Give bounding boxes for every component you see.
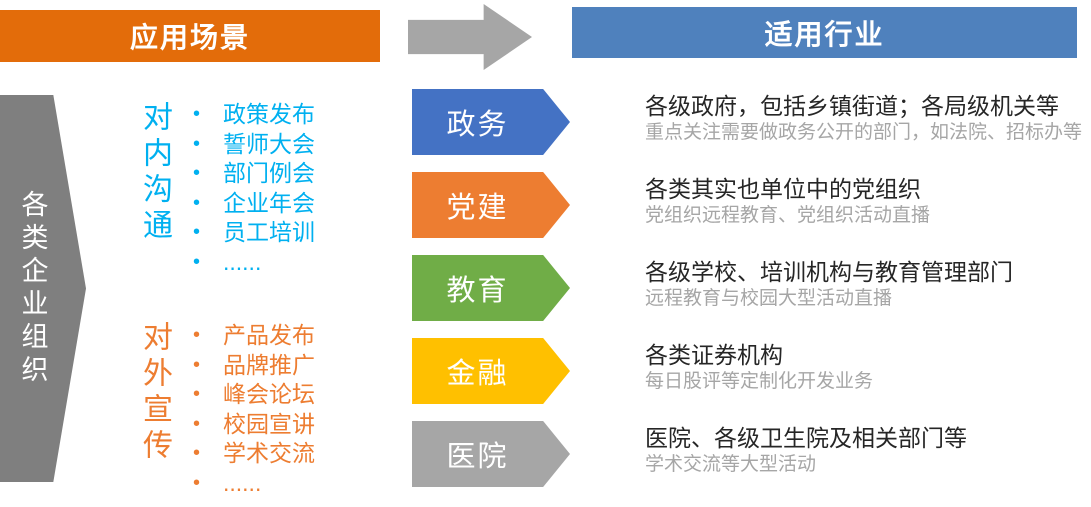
bullet-icon: •: [193, 353, 201, 376]
industry-desc-party: 各类其实也单位中的党组织 党组织远程教育、党组织活动直播: [645, 175, 1085, 228]
desc-sub: 每日股评等定制化开发业务: [645, 371, 874, 392]
bullet-icon: •: [193, 250, 201, 273]
list-item: •品牌推广: [185, 351, 315, 381]
list-item: •员工培训: [185, 218, 315, 248]
industry-tag-hospital: 医院: [412, 421, 570, 487]
desc-sub: 党组织远程教育、党组织活动直播: [645, 205, 931, 226]
industries-header: 适用行业: [572, 7, 1077, 58]
external-promo-label: 对外宣传: [138, 321, 171, 465]
list-item: •政策发布: [185, 100, 315, 130]
list-item: •......: [185, 469, 315, 499]
bullet-icon: •: [193, 412, 201, 435]
desc-main: 各类证券机构: [645, 342, 783, 368]
scenarios-header: 应用场景: [0, 10, 380, 62]
bullet-icon: •: [193, 162, 201, 184]
bullet-icon: •: [193, 383, 201, 405]
bullet-icon: •: [193, 221, 201, 243]
external-promo-list: •产品发布 •品牌推广 •峰会论坛 •校园宣讲 •学术交流 •......: [185, 321, 315, 498]
list-item: •峰会论坛: [185, 380, 315, 410]
list-item: •学术交流: [185, 439, 315, 469]
desc-main: 各级政府，包括乡镇街道；各局级机关等: [645, 93, 1059, 119]
industry-tag-government: 政务: [412, 89, 570, 155]
internal-comm-list: •政策发布 •誓师大会 •部门例会 •企业年会 •员工培训 •......: [185, 100, 315, 277]
desc-main: 医院、各级卫生院及相关部门等: [645, 425, 967, 451]
industries-header-label: 适用行业: [764, 18, 885, 50]
internal-comm-label: 对内沟通: [138, 101, 171, 245]
industry-tag-party: 党建: [412, 172, 570, 238]
desc-sub: 重点关注需要做政务公开的部门，如法院、招标办等: [645, 122, 1083, 143]
desc-sub: 学术交流等大型活动: [645, 454, 817, 475]
desc-main: 各级学校、培训机构与教育管理部门: [645, 259, 1013, 285]
list-item: •校园宣讲: [185, 410, 315, 440]
list-item: •企业年会: [185, 189, 315, 219]
desc-main: 各类其实也单位中的党组织: [645, 176, 921, 202]
industry-desc-government: 各级政府，包括乡镇街道；各局级机关等 重点关注需要做政务公开的部门，如法院、招标…: [645, 92, 1085, 145]
industry-tag-finance: 金融: [412, 338, 570, 404]
industry-desc-finance: 各类证券机构 每日股评等定制化开发业务: [645, 341, 1085, 394]
industry-desc-hospital: 医院、各级卫生院及相关部门等 学术交流等大型活动: [645, 424, 1085, 477]
bullet-icon: •: [193, 103, 201, 125]
industry-desc-education: 各级学校、培训机构与教育管理部门 远程教育与校园大型活动直播: [645, 258, 1085, 311]
bullet-icon: •: [193, 132, 201, 155]
list-item: •......: [185, 248, 315, 278]
bullet-icon: •: [193, 324, 201, 346]
bullet-icon: •: [193, 442, 201, 464]
bullet-icon: •: [193, 471, 201, 494]
scenarios-header-label: 应用场景: [129, 22, 250, 53]
bullet-icon: •: [193, 191, 201, 214]
desc-sub: 远程教育与校园大型活动直播: [645, 288, 893, 309]
list-item: •产品发布: [185, 321, 315, 351]
flow-right-arrow-icon: [408, 4, 532, 70]
org-types-banner: 各类企业组织: [0, 95, 86, 482]
list-item: •誓师大会: [185, 130, 315, 160]
org-types-banner-label: 各类企业组织: [17, 189, 48, 388]
industry-tag-education: 教育: [412, 255, 570, 321]
list-item: •部门例会: [185, 159, 315, 189]
